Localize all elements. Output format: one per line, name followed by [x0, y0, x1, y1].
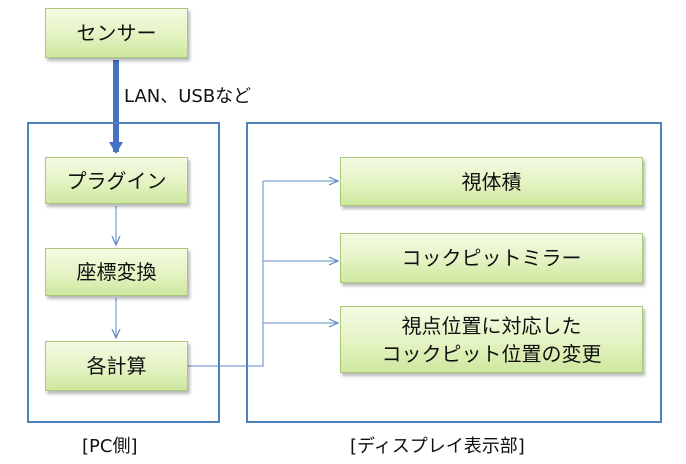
- cockpit-position-label-line2: コックピット位置の変更: [381, 341, 602, 366]
- cockpit-mirror-node: コックピットミラー: [340, 233, 643, 283]
- cockpit-mirror-label: コックピットミラー: [401, 246, 582, 270]
- sensor-label: センサー: [76, 21, 157, 45]
- calculations-node: 各計算: [45, 341, 188, 391]
- pc-side-caption: [PC側]: [82, 436, 138, 457]
- plugin-label: プラグイン: [66, 168, 167, 193]
- coord-transform-label: 座標変換: [76, 260, 157, 284]
- display-side-caption: [ディスプレイ表示部]: [350, 436, 525, 457]
- display-side-group: [246, 122, 662, 423]
- calculations-label: 各計算: [86, 354, 147, 378]
- sensor-node: センサー: [45, 8, 188, 58]
- plugin-node: プラグイン: [45, 157, 188, 204]
- calc-to-display-connector: [188, 181, 264, 367]
- view-volume-label: 視体積: [461, 169, 522, 194]
- view-volume-node: 視体積: [340, 157, 643, 206]
- coord-transform-node: 座標変換: [45, 248, 188, 296]
- cockpit-position-node: 視点位置に対応した コックピット位置の変更: [340, 306, 643, 373]
- pc-side-group: [27, 122, 220, 423]
- connection-label: LAN、USBなど: [124, 86, 252, 107]
- cockpit-position-label-line1: 視点位置に対応した: [401, 313, 582, 338]
